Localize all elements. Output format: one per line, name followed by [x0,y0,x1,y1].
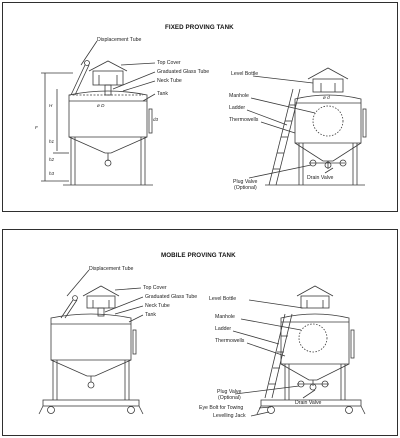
fixed-label-thermowells: Thermowells [229,117,259,123]
mobile-label-level-bottle: Level Bottle [209,296,236,302]
mobile-label-drain-valve: Drain Valve [295,400,322,406]
fixed-dim-d3: d3 [153,117,159,122]
mobile-tank-front-view [38,285,144,415]
fixed-label-manhole: Manhole [229,93,249,99]
fixed-dim-diameter: ø D [97,103,105,108]
fixed-tank-side-view [265,67,367,186]
fixed-label-plug-valve-optional: (Optional) [234,185,257,191]
mobile-label-levelling-jack: Levelling Jack [213,413,246,419]
fixed-tank-drawing: FIXED PROVING TANK [35,24,367,191]
mobile-label-graduated-glass-tube: Graduated Glass Tube [145,294,197,300]
fixed-dim-f: F [35,125,39,130]
mobile-label-eye-bolt: Eye Bolt for Towing [199,405,243,411]
fixed-dim-h2: h2 [49,157,55,162]
mobile-tank-drawing: MOBILE PROVING TANK Displacement Tube [38,252,366,419]
fixed-dim-h3: h3 [49,171,55,176]
fixed-label-top-cover: Top Cover [157,60,181,66]
fixed-proving-tank-panel: FIXED PROVING TANK [2,2,398,212]
mobile-proving-tank-panel: MOBILE PROVING TANK Displacement Tube [2,229,398,436]
mobile-label-top-cover: Top Cover [143,285,167,291]
fixed-tank-front-view [41,60,153,186]
mobile-label-manhole: Manhole [215,314,235,320]
fixed-label-graduated-glass-tube: Graduated Glass Tube [157,69,209,75]
fixed-dim-diameter-small: ø d [323,95,330,100]
fixed-tank-title: FIXED PROVING TANK [165,24,234,31]
fixed-label-neck-tube: Neck Tube [157,78,182,84]
mobile-label-plug-valve-optional: (Optional) [218,395,241,401]
mobile-tank-side-view [256,285,366,415]
mobile-label-tank: Tank [145,312,156,318]
fixed-label-drain-valve: Drain Valve [307,175,334,181]
mobile-label-thermowells: Thermowells [215,338,245,344]
fixed-label-tank: Tank [157,91,168,97]
mobile-label-ladder: Ladder [215,326,231,332]
fixed-label-plug-valve: Plug Valve [233,179,258,185]
mobile-tank-title: MOBILE PROVING TANK [161,252,236,259]
mobile-label-displacement-tube: Displacement Tube [89,266,134,272]
fixed-label-level-bottle: Level Bottle [231,71,258,77]
mobile-label-neck-tube: Neck Tube [145,303,170,309]
fixed-dim-h1: h1 [49,139,55,144]
mobile-label-plug-valve: Plug Valve [217,389,242,395]
fixed-label-ladder: Ladder [229,105,245,111]
fixed-dim-height: H [49,103,53,108]
fixed-label-displacement-tube: Displacement Tube [97,37,142,43]
